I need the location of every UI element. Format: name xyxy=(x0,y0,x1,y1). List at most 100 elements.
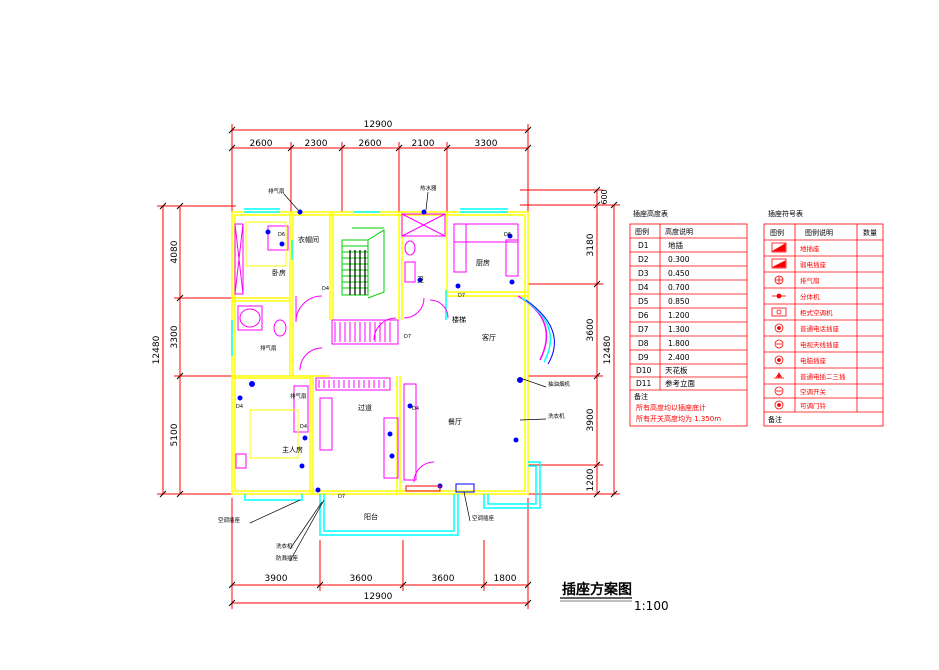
symbol-row-desc: 地插座 xyxy=(800,244,820,253)
room-label-balcony: 阳台 xyxy=(364,512,378,521)
callout-water-heater: 热水器 xyxy=(420,184,437,192)
symbol-row-desc: 柜式空调机 xyxy=(800,308,833,317)
top-dimension-lines xyxy=(231,124,529,212)
right-dim-5: 1200 xyxy=(586,468,596,491)
height-note-1: 所有高度均以插座底计 xyxy=(636,403,706,412)
height-row-code: D6 xyxy=(638,311,649,320)
height-row-code: D3 xyxy=(638,269,649,278)
right-dimension-lines xyxy=(520,189,620,495)
svg-text:D7: D7 xyxy=(338,494,345,500)
drawing-title: 插座方案图 xyxy=(562,581,632,598)
symbol-table: 插座符号表 图例 图例说明 数量 xyxy=(763,209,884,427)
height-row-code: D1 xyxy=(638,241,649,250)
outlet-symbol xyxy=(249,381,255,387)
callout-washer-2: 洗衣机 xyxy=(548,412,565,420)
bathtub xyxy=(237,240,416,337)
outlet-symbol xyxy=(389,453,395,459)
stair-treads xyxy=(349,250,366,295)
height-header-legend: 图例 xyxy=(635,227,649,236)
left-dimension-ticks xyxy=(159,202,184,498)
callout-exhaust-fan-2: 排气扇 xyxy=(260,344,277,352)
callout-leaders xyxy=(249,191,547,562)
doorbell-icon xyxy=(774,400,784,410)
svg-text:D4: D4 xyxy=(412,406,419,412)
right-dimension-ticks xyxy=(593,186,618,498)
height-row-code: D5 xyxy=(638,297,649,306)
outlet-code-labels: D4 D6 D7 D4 D7 D7 D6 D4 D4 xyxy=(236,232,511,500)
room-label-living: 客厅 xyxy=(482,333,496,342)
height-row-code: D2 xyxy=(638,255,649,264)
callout-ac-outlet-2: 空调插座 xyxy=(472,514,495,522)
outlet-symbol xyxy=(421,209,427,215)
outlet-symbol xyxy=(387,431,393,437)
exhaust-fan-icon xyxy=(774,275,784,285)
outlet-symbols xyxy=(237,209,523,493)
balcony-fixtures xyxy=(405,483,475,493)
height-row-code: D7 xyxy=(638,325,649,334)
height-row-value: 参考立面 xyxy=(665,378,695,388)
symbol-glyphs xyxy=(771,242,787,410)
height-note-2: 所有开关高度均为 1.350m xyxy=(636,414,721,423)
symbol-row-desc: 弱电插座 xyxy=(800,260,827,269)
height-row-value: 0.850 xyxy=(668,297,690,306)
door-swings xyxy=(295,213,449,483)
outlet-symbol xyxy=(299,463,305,469)
right-dim-1: 600 xyxy=(600,189,609,204)
outlet-symbol xyxy=(279,241,285,247)
bay-window xyxy=(517,295,555,365)
outlet-symbol xyxy=(455,283,461,289)
beds xyxy=(245,221,299,459)
left-dim-1: 4080 xyxy=(170,240,180,263)
height-table-rows: D1 地插 D2 0.300 D3 0.450 D4 0.700 D5 0.85… xyxy=(636,240,695,388)
floor-outlet-icon xyxy=(771,242,787,253)
room-label-stair: 楼梯 xyxy=(452,315,466,324)
left-dimension-lines xyxy=(157,205,236,495)
symbol-row-desc: 电脑插座 xyxy=(800,356,827,365)
svg-text:D6: D6 xyxy=(504,232,511,238)
wardrobe-hatching xyxy=(318,322,391,388)
top-dim-1: 2600 xyxy=(250,139,273,149)
callout-washer: 洗衣机 xyxy=(276,542,293,550)
drawing-scale: 1:100 xyxy=(634,599,669,613)
height-row-code: D9 xyxy=(638,353,649,362)
power-outlet-icon xyxy=(774,372,784,379)
svg-text:D4: D4 xyxy=(236,404,243,410)
outlet-symbol xyxy=(315,487,321,493)
height-row-value: 0.700 xyxy=(668,283,690,292)
bottom-dim-2: 3600 xyxy=(350,574,373,584)
symbol-row-desc: 排气扇 xyxy=(800,276,820,285)
height-header-desc: 高度说明 xyxy=(665,227,693,236)
svg-text:D7: D7 xyxy=(458,293,465,299)
cabinet-ac-icon xyxy=(771,307,787,317)
height-row-code: D8 xyxy=(638,339,649,348)
right-total-dimension: 12480 xyxy=(603,335,613,364)
room-label-bedroom: 卧房 xyxy=(272,268,286,277)
symbol-row-desc: 普通电插二三插 xyxy=(800,372,846,381)
top-dimension-ticks xyxy=(228,126,532,152)
callout-exhaust-fan: 排气扇 xyxy=(268,187,285,195)
callout-ac-outlet: 空调插座 xyxy=(218,516,241,524)
room-label-dining: 餐厅 xyxy=(448,417,462,426)
symbol-row-desc: 分体机 xyxy=(800,292,820,301)
callout-exhaust-fan-3: 排气扇 xyxy=(290,392,307,400)
left-total-dimension: 12480 xyxy=(152,335,162,364)
height-row-value: 地插 xyxy=(668,240,683,250)
top-dim-5: 3300 xyxy=(475,139,498,149)
symbol-table-rows: 地插座 弱电插座 排气扇 分体机 柜式空调机 普通电话插座 电视天线插座 电脑插… xyxy=(800,244,846,410)
height-note-label: 备注 xyxy=(634,392,648,401)
phone-outlet-icon xyxy=(774,323,784,333)
split-ac-icon xyxy=(772,293,786,299)
left-dim-2: 3300 xyxy=(170,325,180,348)
height-row-value: 1.800 xyxy=(668,339,690,348)
height-table-title: 插座高度表 xyxy=(633,209,668,218)
height-row-value: 天花板 xyxy=(665,365,688,375)
height-table: 插座高度表 图例 高度说明 D1 地插 D2 0.300 D3 xyxy=(629,209,748,427)
svg-text:D4: D4 xyxy=(322,286,329,292)
symbol-header-qty: 数量 xyxy=(863,228,877,237)
symbol-row-desc: 可调门铃 xyxy=(800,401,827,410)
height-row-value: 0.450 xyxy=(668,269,690,278)
svg-text:D6: D6 xyxy=(278,232,285,238)
tv-outlet-icon xyxy=(774,339,784,349)
bottom-dim-1: 3900 xyxy=(265,574,288,584)
